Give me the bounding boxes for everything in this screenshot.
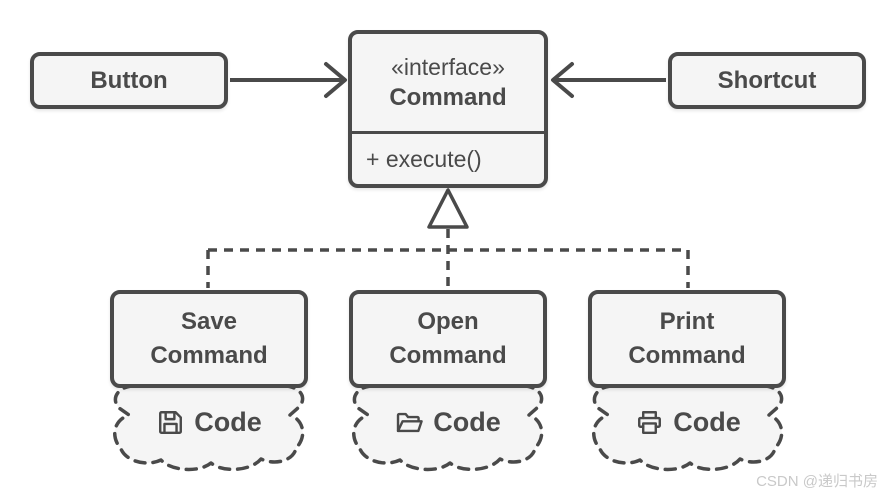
open-code-text: Code — [433, 406, 501, 437]
save-code-label: Code — [114, 399, 304, 445]
open-code-cloud — [352, 384, 544, 472]
realization-arrowhead — [427, 188, 469, 229]
print-code-label: Code — [593, 399, 783, 445]
node-save-command-label: Save Command — [150, 308, 268, 369]
floppy-disk-icon — [159, 410, 183, 434]
printer-icon — [638, 410, 662, 434]
node-print-command: Print Command — [588, 290, 786, 388]
node-shortcut: Shortcut — [668, 52, 866, 109]
node-command-interface: «interface» Command + execute() — [348, 30, 548, 188]
print-code-text: Code — [673, 406, 741, 437]
node-shortcut-label: Shortcut — [717, 66, 817, 94]
node-open-command-label: Open Command — [389, 308, 507, 369]
save-code-cloud — [113, 384, 305, 472]
command-interface-header: «interface» Command — [352, 34, 544, 131]
interface-name: Command — [389, 83, 507, 111]
interface-method: + execute() — [366, 145, 482, 172]
print-code-cloud — [592, 384, 784, 472]
node-button: Button — [30, 52, 228, 109]
compartment-divider — [352, 131, 544, 134]
button-to-command-arrow — [230, 62, 347, 98]
realization-dashed-lines — [206, 229, 690, 288]
node-save-command: Save Command — [110, 290, 308, 388]
node-open-command: Open Command — [349, 290, 547, 388]
shortcut-to-command-arrow — [551, 62, 666, 98]
node-button-label: Button — [90, 66, 168, 94]
open-folder-icon — [397, 412, 424, 432]
interface-stereotype: «interface» — [391, 53, 505, 80]
save-code-text: Code — [194, 406, 262, 437]
node-print-command-label: Print Command — [628, 308, 746, 369]
watermark: CSDN @递归书房 — [756, 473, 878, 490]
open-code-label: Code — [353, 399, 543, 445]
